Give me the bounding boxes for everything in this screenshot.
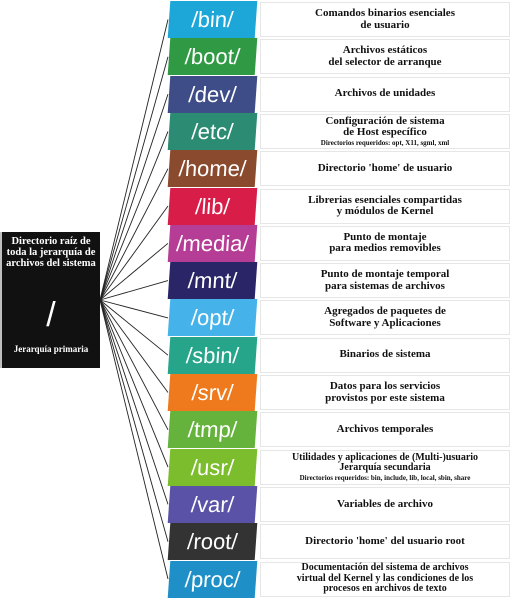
directory-description: Archivos temporales <box>260 412 510 448</box>
required-directories-note: Directorios requeridos: opt, X11, sgml, … <box>320 138 450 147</box>
directory-path-label: /var/ <box>167 485 258 523</box>
directory-description: Utilidades y aplicaciones de (Multi-)usu… <box>260 449 510 485</box>
connector-line <box>99 299 169 319</box>
connector-line <box>99 56 169 301</box>
description-line: virtual del Kernel y las condiciones de … <box>296 572 474 584</box>
connector-line <box>99 299 169 431</box>
root-title: Directorio raíz de toda la jerarquía de … <box>6 236 96 269</box>
directory-path-label: /opt/ <box>167 299 258 337</box>
directory-row: /usr/Utilidades y aplicaciones de (Multi… <box>165 448 514 486</box>
connector-line <box>99 299 169 356</box>
directory-path-label: /boot/ <box>167 38 258 76</box>
description-line: para medios removibles <box>329 242 441 255</box>
directory-row: /root/Directorio 'home' del usuario root <box>165 523 514 561</box>
connector-line <box>99 299 169 393</box>
connector-line <box>99 280 169 301</box>
directory-path-label: /proc/ <box>167 560 258 598</box>
connector-line <box>99 205 169 301</box>
description-line: Agregados de paquetes de <box>324 305 446 318</box>
description-line: Comandos binarios esenciales <box>315 7 455 19</box>
description-line: Directorio 'home' de usuario <box>317 161 453 174</box>
description-line: Datos para los servicios <box>329 380 441 392</box>
description-line: del selector de arranque <box>328 55 442 68</box>
directory-description: Variables de archivo <box>260 486 510 522</box>
directory-description: Directorio 'home' de usuario <box>260 151 510 187</box>
description-line: Jerarquía secundaria <box>339 462 431 474</box>
description-line: Software y Aplicaciones <box>329 316 441 329</box>
description-line: Punto de montaje temporal <box>320 268 450 281</box>
description-line: provistos por este sistema <box>325 391 445 404</box>
directory-description: Directorio 'home' del usuario root <box>260 524 510 560</box>
connector-line <box>99 299 169 505</box>
directory-row: /tmp/Archivos temporales <box>165 411 514 449</box>
description-line: y módulos de Kernel <box>336 205 434 217</box>
description-line: Variables de archivo <box>337 497 433 510</box>
directory-description: Archivos de unidades <box>260 76 510 112</box>
description-line: Punto de montaje <box>343 230 427 243</box>
directory-path-label: /tmp/ <box>167 411 258 449</box>
directory-path-label: /bin/ <box>167 1 258 38</box>
root-directory-box: Directorio raíz de toda la jerarquía de … <box>0 232 100 368</box>
description-line: de Host específico <box>343 126 427 139</box>
description-line: de usuario <box>360 18 410 31</box>
connector-line <box>99 168 169 301</box>
directory-path-label: /etc/ <box>167 112 258 150</box>
directory-row: /proc/Documentación del sistema de archi… <box>165 560 514 598</box>
directory-path-label: /root/ <box>167 523 258 561</box>
description-line: Documentación del sistema de archivos <box>301 562 469 574</box>
root-subtitle: Jerarquía primaria <box>13 344 89 354</box>
directory-row: /home/Directorio 'home' de usuario <box>165 150 514 188</box>
connector-line <box>99 242 169 301</box>
description-line: para sistemas de archivos <box>325 279 445 292</box>
description-line: Configuración de sistema <box>325 114 445 127</box>
directory-row: /var/Variables de archivo <box>165 485 514 523</box>
directory-path-label: /media/ <box>167 224 258 262</box>
directory-path-label: /usr/ <box>167 448 258 486</box>
description-line: Archivos temporales <box>336 423 434 436</box>
directory-path-label: /lib/ <box>167 187 258 225</box>
directory-row: /sbin/Binarios de sistema <box>165 336 514 374</box>
description-line: Directorio 'home' del usuario root <box>305 534 465 547</box>
directory-row: /dev/Archivos de unidades <box>165 75 514 113</box>
description-line: Librerias esenciales compartidas <box>308 193 462 206</box>
description-line: Archivos de unidades <box>334 87 436 100</box>
directory-path-label: /home/ <box>167 150 258 188</box>
connector-line <box>99 299 169 468</box>
directory-path-label: /srv/ <box>167 374 258 411</box>
description-line: Archivos estáticos <box>342 44 428 57</box>
directory-path-label: /mnt/ <box>167 262 258 300</box>
directory-path-label: /dev/ <box>167 75 258 113</box>
description-line: Utilidades y aplicaciones de (Multi-)usu… <box>291 451 479 463</box>
description-line: Binarios de sistema <box>339 348 431 361</box>
connector-line <box>99 131 169 301</box>
directory-description: Binarios de sistema <box>260 337 510 373</box>
connector-line <box>99 19 169 301</box>
directory-path-label: /sbin/ <box>167 336 258 374</box>
connector-line <box>99 299 169 542</box>
connector-line <box>99 93 169 301</box>
root-symbol: / <box>46 296 56 334</box>
connector-line <box>99 299 169 580</box>
description-line: procesos en archivos de texto <box>323 583 447 595</box>
required-directories-note: Directorios requeridos: bin, include, li… <box>299 473 471 482</box>
